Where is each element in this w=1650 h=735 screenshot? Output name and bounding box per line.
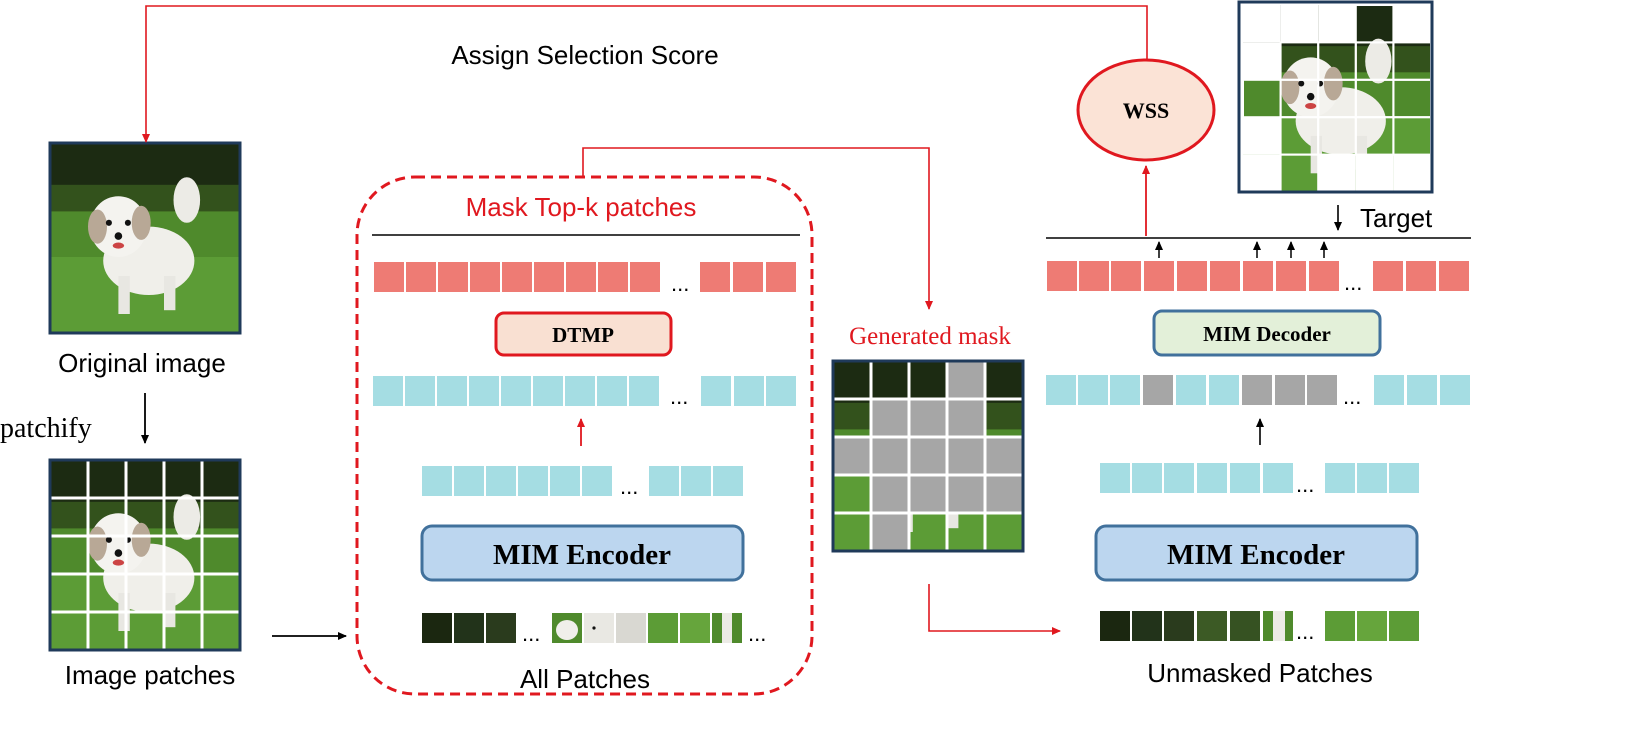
mask-to-unmasked-arrow [928, 584, 1061, 635]
masked-cell [871, 475, 909, 513]
loss-arrows [1155, 241, 1328, 258]
all-patches-strip [422, 613, 742, 643]
ellipsis: ... [748, 621, 766, 646]
target-empty-cell [1393, 154, 1431, 192]
target-label: Target [1360, 203, 1433, 233]
all-patches-label: All Patches [520, 664, 650, 694]
mim-encoder-right-label: MIM Encoder [1167, 539, 1345, 571]
mim-encoder-right [1094, 524, 1419, 582]
target-empty-cell [1243, 154, 1281, 192]
target-empty-cell [1243, 5, 1281, 43]
generated-mask-grid [831, 359, 1025, 553]
target-empty-cell [1280, 5, 1319, 43]
image-patches-label: Image patches [65, 660, 236, 690]
ellipsis: ... [620, 474, 638, 499]
masked-cell [871, 437, 909, 475]
dtmp-module [494, 311, 673, 357]
mask-topk-label: Mask Top-k patches [466, 192, 697, 222]
ellipsis: ... [1343, 384, 1361, 409]
wss-label: WSS [1123, 98, 1169, 123]
mim-encoder-left [420, 524, 745, 582]
generated-mask-label: Generated mask [849, 323, 1011, 350]
masked-cell [947, 399, 985, 437]
ellipsis: ... [1344, 270, 1362, 295]
ellipsis: ... [670, 384, 688, 409]
masked-cell [985, 437, 1023, 475]
encoded-token-row [373, 376, 796, 406]
unmasked-patches-label: Unmasked Patches [1147, 658, 1372, 688]
masked-cell [871, 399, 909, 437]
masked-cell [909, 437, 947, 475]
masked-cell [985, 475, 1023, 513]
score-token-row [374, 262, 796, 292]
ellipsis: ... [522, 621, 540, 646]
masked-cell [833, 437, 871, 475]
mask-topk-module [355, 175, 814, 696]
target-empty-cell [1243, 117, 1281, 155]
masked-cell [947, 437, 985, 475]
masked-cell [947, 475, 985, 513]
target-empty-cell [1355, 154, 1394, 192]
selection-score-feedback-arrow [142, 5, 1148, 143]
masked-cell [909, 399, 947, 437]
original-image [48, 141, 242, 335]
mim-decoder-label: MIM Decoder [1203, 322, 1331, 346]
target-empty-cell [1318, 154, 1356, 192]
masked-cell [909, 475, 947, 513]
decoder-input-token-row [1046, 375, 1470, 405]
target-image [1237, 0, 1434, 194]
mim-decoder [1152, 309, 1382, 357]
image-patches-grid [48, 458, 242, 652]
reconstruction-token-row [1047, 261, 1469, 291]
dtmp-label: DTMP [552, 323, 614, 347]
target-empty-cell [1243, 42, 1281, 80]
ellipsis: ... [671, 271, 689, 296]
unmasked-patches-strip [1100, 611, 1419, 641]
patchify-label: patchify [0, 413, 92, 444]
masked-cell [947, 361, 985, 399]
ellipsis: ... [1296, 472, 1314, 497]
mim-encoder-left-label: MIM Encoder [493, 539, 671, 571]
masked-cell [871, 513, 909, 551]
target-empty-cell [1393, 5, 1431, 43]
ellipsis: ... [1296, 619, 1314, 644]
original-image-label: Original image [58, 348, 226, 378]
visible-token-row [1100, 463, 1419, 493]
input-token-row [422, 466, 743, 496]
module-to-mask-arrow [582, 147, 933, 310]
target-empty-cell [1318, 5, 1356, 43]
wss-module [1076, 58, 1216, 162]
assign-score-label: Assign Selection Score [451, 40, 718, 70]
